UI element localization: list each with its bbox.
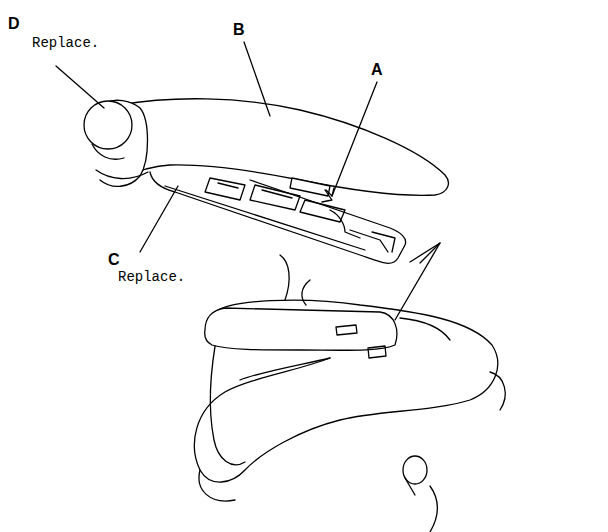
replace-note: Replace. xyxy=(32,36,99,50)
callout-letter: C xyxy=(108,252,120,268)
replace-note: Replace. xyxy=(118,270,185,284)
callout-letter: A xyxy=(371,62,383,78)
callout-letter: B xyxy=(233,22,245,38)
callout-letter: D xyxy=(8,16,20,32)
